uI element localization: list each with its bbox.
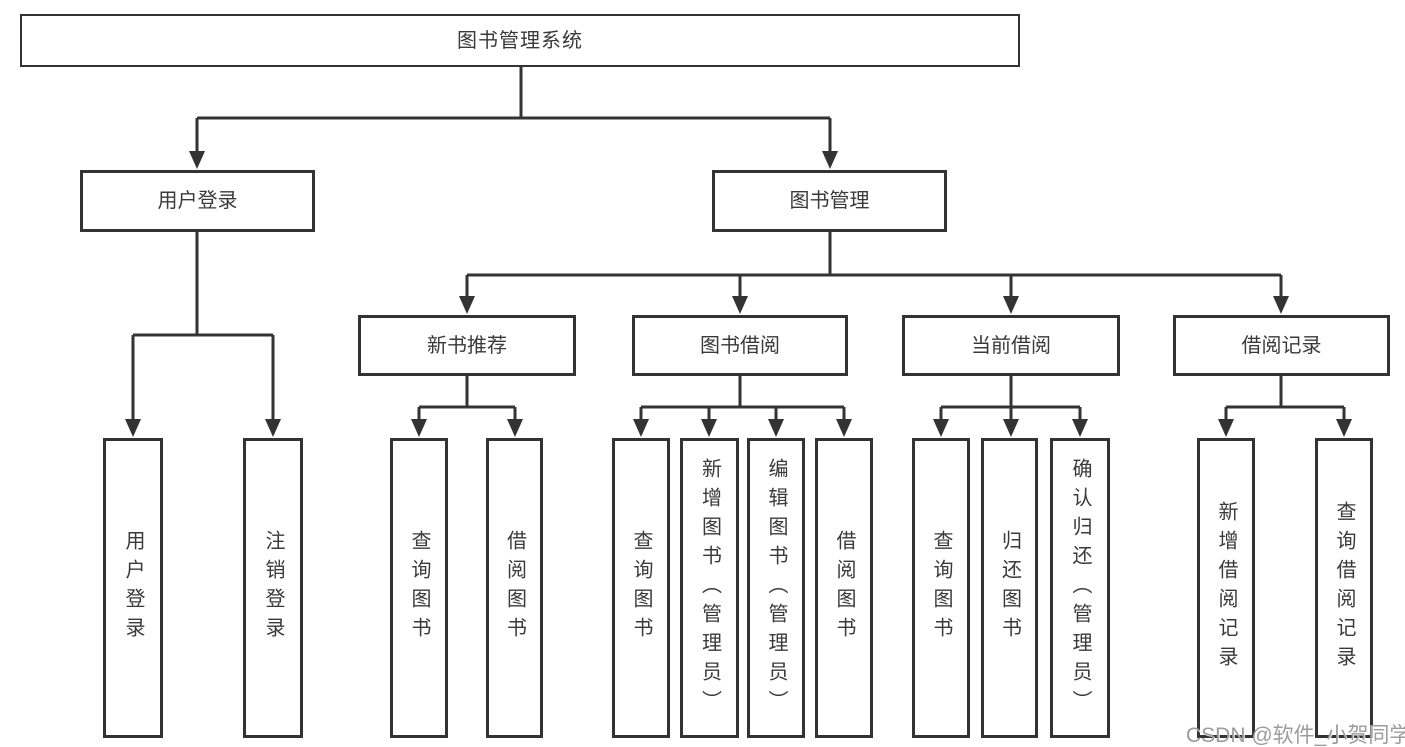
leaf-borrow-books: 借阅图书 bbox=[486, 438, 543, 738]
connector-bookborrow-to-leaves bbox=[639, 376, 846, 420]
arrowhead bbox=[1072, 419, 1088, 437]
arrowhead bbox=[125, 419, 141, 437]
csdn-watermark: CSDN @软件_小贺同学 bbox=[1186, 724, 1405, 747]
node-new-book-recommendation: 新书推荐 bbox=[358, 315, 576, 376]
arrowhead bbox=[933, 419, 949, 437]
arrowhead bbox=[732, 296, 748, 314]
connector-newbookrec-to-leaves bbox=[417, 376, 517, 420]
connector-borrowrecords-to-leaves bbox=[1224, 376, 1346, 420]
connector-bookmgmt-to-level3 bbox=[465, 232, 1283, 297]
node-user-login: 用户登录 bbox=[80, 170, 315, 232]
arrowhead bbox=[633, 419, 649, 437]
leaf-query-books: 查询图书 bbox=[912, 438, 970, 738]
node-library-management-system: 图书管理系统 bbox=[20, 14, 1020, 67]
arrowhead bbox=[1218, 419, 1234, 437]
arrowhead bbox=[459, 296, 475, 314]
leaf-edit-books-admin: 编辑图书（管理员） bbox=[747, 438, 805, 738]
leaf-return-books: 归还图书 bbox=[981, 438, 1038, 738]
node-book-borrowing: 图书借阅 bbox=[632, 315, 848, 376]
leaf-user-login: 用户登录 bbox=[103, 438, 163, 738]
arrowhead bbox=[1273, 296, 1289, 314]
node-borrowing-records: 借阅记录 bbox=[1173, 315, 1390, 376]
arrowhead bbox=[507, 419, 523, 437]
connector-currentborrow-to-leaves bbox=[939, 376, 1082, 420]
arrowhead bbox=[265, 419, 281, 437]
leaf-logout: 注销登录 bbox=[243, 438, 303, 738]
leaf-borrow-books: 借阅图书 bbox=[815, 438, 873, 738]
arrowhead bbox=[836, 419, 852, 437]
leaf-add-books-admin: 新增图书（管理员） bbox=[680, 438, 739, 738]
leaf-query-books: 查询图书 bbox=[390, 438, 448, 738]
arrowhead bbox=[411, 419, 427, 437]
leaf-query-books: 查询图书 bbox=[612, 438, 670, 738]
leaf-confirm-return-admin: 确认归还（管理员） bbox=[1050, 438, 1110, 738]
leaf-add-borrow-record: 新增借阅记录 bbox=[1197, 438, 1255, 738]
node-book-management: 图书管理 bbox=[712, 170, 947, 232]
leaf-query-borrow-record: 查询借阅记录 bbox=[1315, 438, 1373, 738]
node-current-borrowing: 当前借阅 bbox=[902, 315, 1120, 376]
connector-root-to-level2 bbox=[195, 66, 832, 152]
arrowhead bbox=[1003, 419, 1019, 437]
arrowhead bbox=[1336, 419, 1352, 437]
arrowhead bbox=[701, 419, 717, 437]
arrowhead bbox=[822, 151, 838, 169]
connector-userlogin-to-leaves bbox=[131, 232, 275, 420]
arrowhead bbox=[189, 151, 205, 169]
arrowhead bbox=[768, 419, 784, 437]
arrowhead bbox=[1003, 296, 1019, 314]
